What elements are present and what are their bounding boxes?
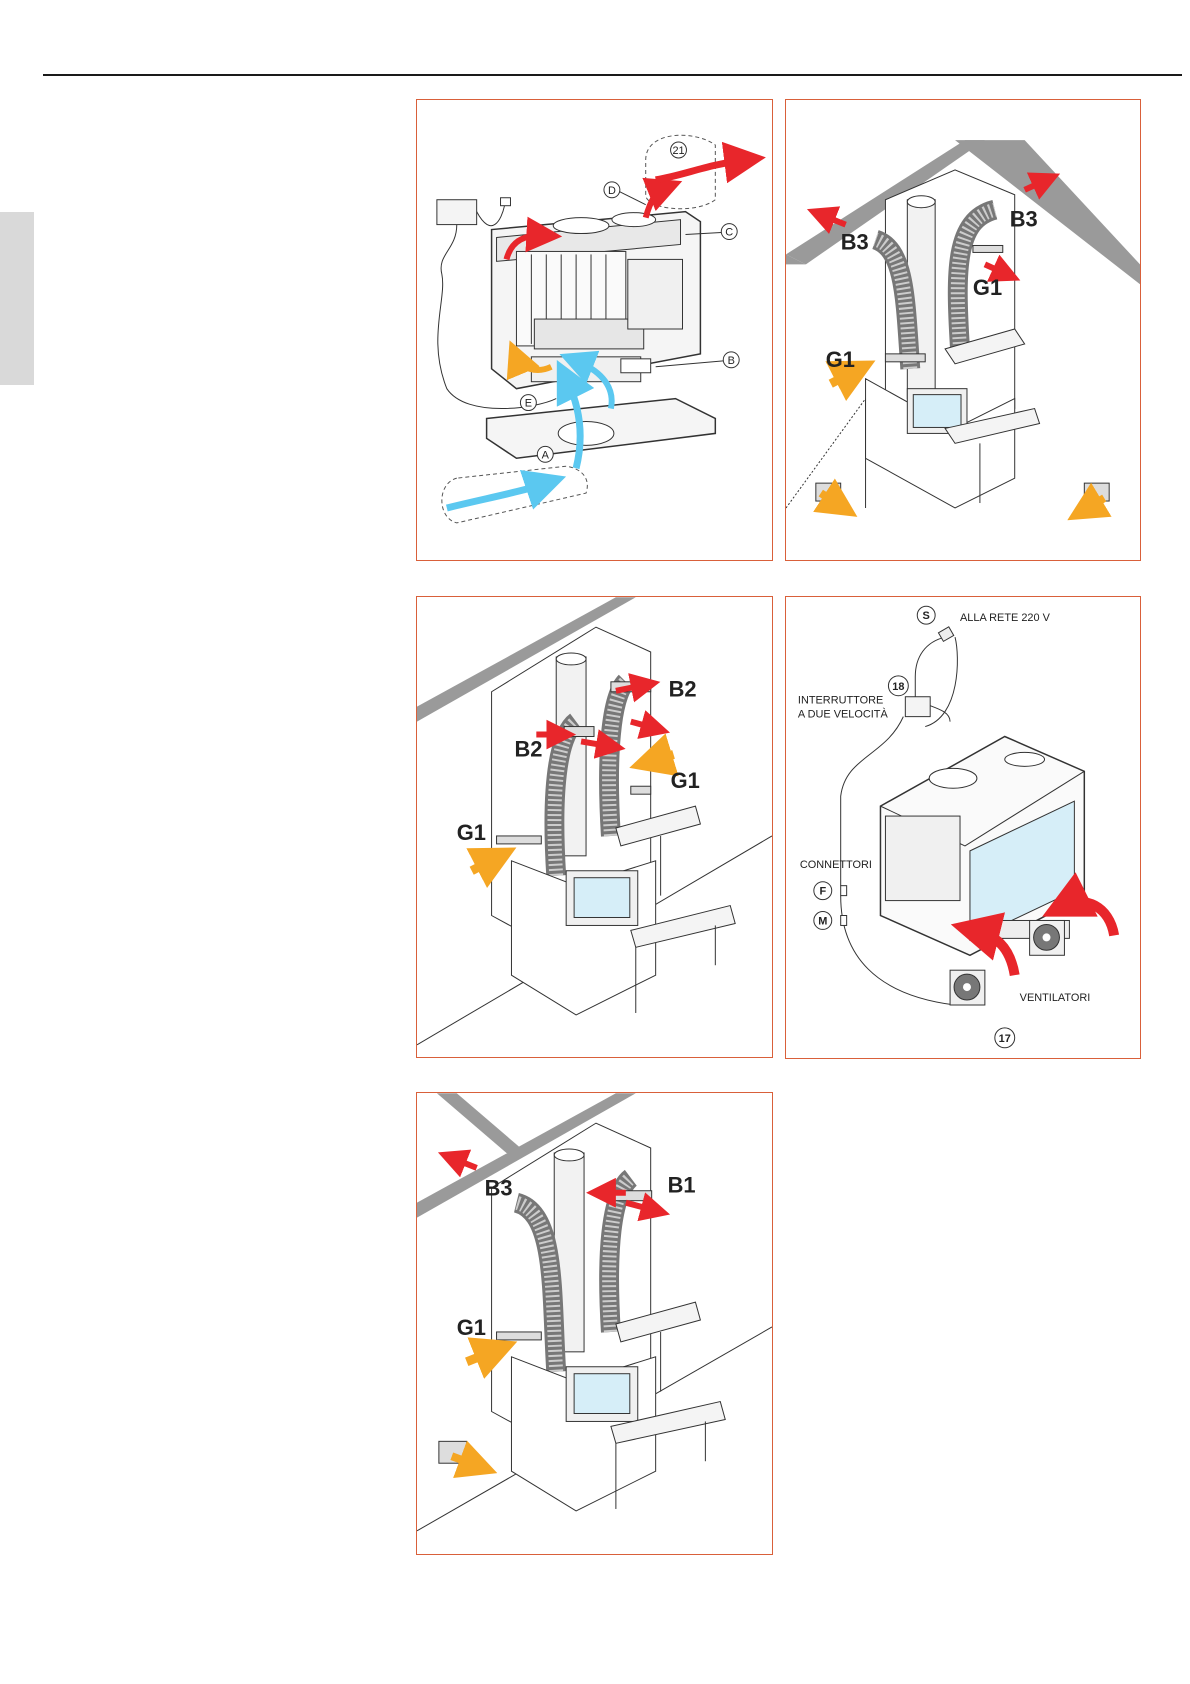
callout-18: 18 xyxy=(888,676,908,696)
callout-a: A xyxy=(537,446,553,462)
svg-text:S: S xyxy=(923,610,930,622)
svg-text:F: F xyxy=(819,886,826,898)
callout-b: B xyxy=(723,352,739,368)
svg-text:18: 18 xyxy=(892,681,904,693)
label-connettori: CONNETTORI xyxy=(800,859,872,871)
callout-21: 21 xyxy=(671,142,687,158)
label-due-velocita: A DUE VELOCITÀ xyxy=(798,708,889,721)
callout-c: C xyxy=(721,224,737,240)
air-circuit-diagram: 21 D C B E A xyxy=(417,100,772,560)
header-rule xyxy=(43,74,1182,76)
side-tab xyxy=(0,212,34,385)
figure-air-circuit: 21 D C B E A xyxy=(416,99,773,561)
figure-installation-b2: B2 B2 G1 G1 xyxy=(416,596,773,1058)
label-ventilatori: VENTILATORI xyxy=(1020,992,1091,1004)
figure-wiring: S ALLA RETE 220 V 18 INTERRUTTORE A DUE … xyxy=(785,596,1141,1059)
svg-text:E: E xyxy=(525,398,532,410)
callout-s: S xyxy=(917,606,935,624)
label-b2-left: B2 xyxy=(514,736,542,761)
installation-b3-diagram: B3 B3 G1 G1 xyxy=(786,100,1140,560)
svg-text:17: 17 xyxy=(999,1033,1011,1045)
label-g1-right: G1 xyxy=(671,768,700,793)
label-g1-left: G1 xyxy=(457,820,486,845)
label-g1-left: G1 xyxy=(826,347,855,372)
label-alla-rete: ALLA RETE 220 V xyxy=(960,612,1051,624)
fan-icon xyxy=(950,970,985,1005)
label-interruttore: INTERRUTTORE xyxy=(798,695,883,707)
svg-text:M: M xyxy=(818,915,827,927)
label-g1: G1 xyxy=(457,1315,486,1340)
callout-e: E xyxy=(520,395,536,411)
label-g1-right: G1 xyxy=(973,275,1002,300)
figure-installation-b3: B3 B3 G1 G1 xyxy=(785,99,1141,561)
callout-17: 17 xyxy=(995,1028,1015,1048)
installation-b2-diagram: B2 B2 G1 G1 xyxy=(417,597,772,1057)
label-b1: B1 xyxy=(668,1173,696,1198)
callout-d: D xyxy=(604,182,620,198)
svg-text:21: 21 xyxy=(672,145,684,157)
figure-installation-b1-b3: B3 B1 G1 xyxy=(416,1092,773,1555)
svg-text:A: A xyxy=(542,449,550,461)
fan-icon xyxy=(1030,920,1065,955)
callout-m: M xyxy=(814,912,832,930)
svg-text:B: B xyxy=(728,355,735,367)
callout-f: F xyxy=(814,882,832,900)
installation-b1-b3-diagram: B3 B1 G1 xyxy=(417,1093,772,1554)
svg-text:C: C xyxy=(725,227,733,239)
label-b3-right: B3 xyxy=(1010,207,1038,232)
svg-text:D: D xyxy=(608,185,616,197)
label-b3-left: B3 xyxy=(841,229,869,254)
label-b3: B3 xyxy=(485,1176,513,1201)
wiring-diagram: S ALLA RETE 220 V 18 INTERRUTTORE A DUE … xyxy=(786,597,1140,1058)
label-b2-right: B2 xyxy=(669,677,697,702)
